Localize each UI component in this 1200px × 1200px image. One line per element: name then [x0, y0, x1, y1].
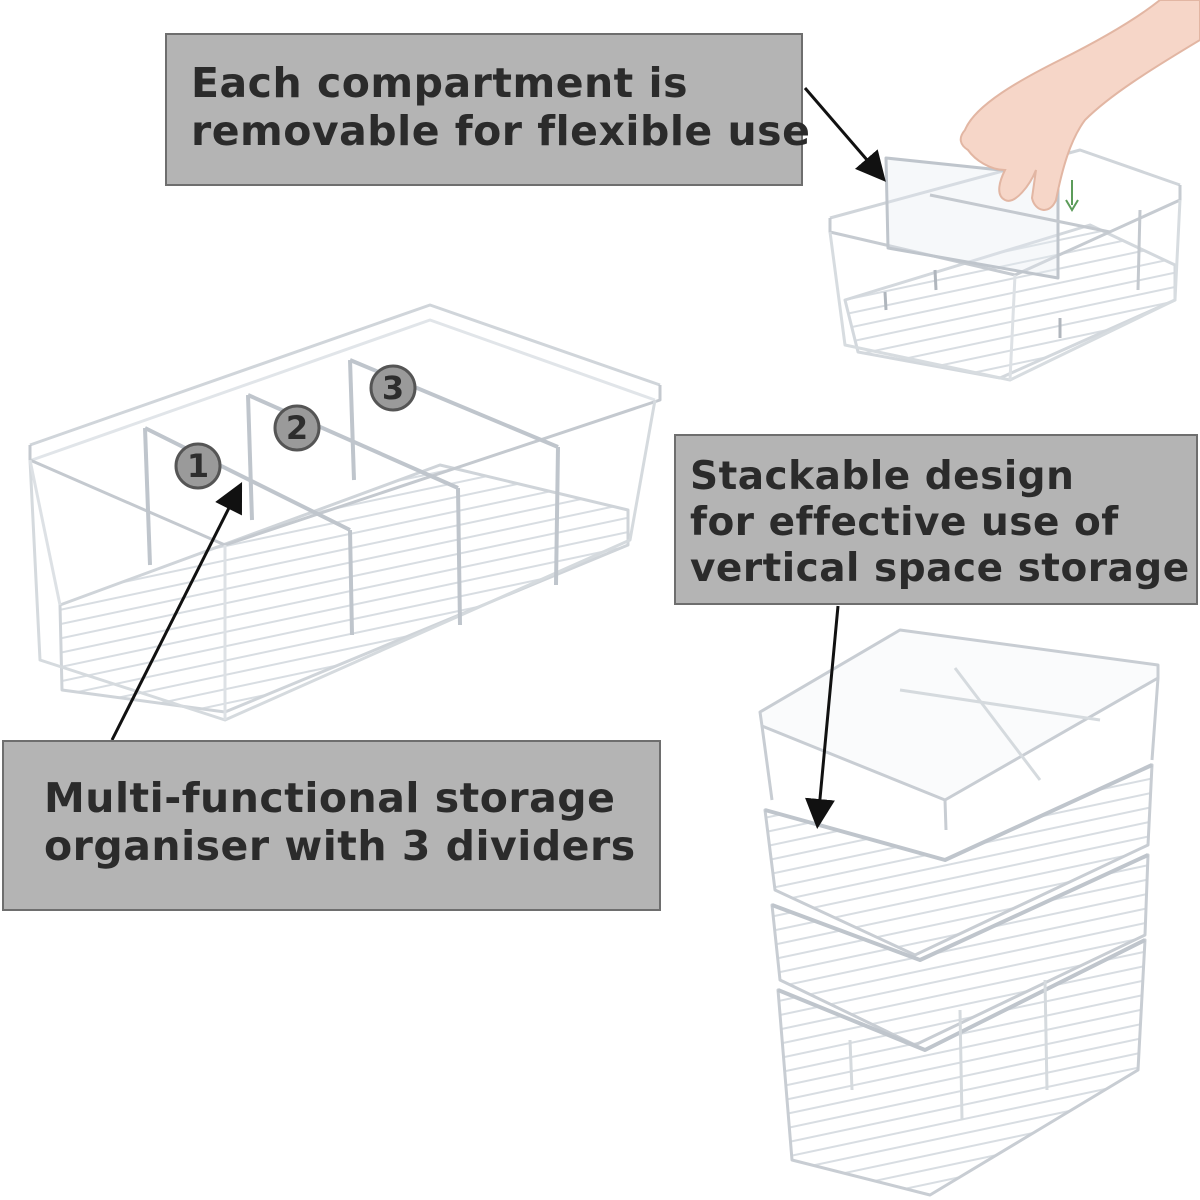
callout-multifunctional-line-1: Multi-functional storage — [44, 774, 616, 822]
svg-text:2: 2 — [286, 409, 308, 447]
callout-multifunctional: Multi-functional storage organiser with … — [2, 740, 661, 911]
divider-marker-3: 3 — [369, 364, 417, 412]
arrow-to-stacked-rim — [805, 605, 840, 829]
callout-removable-line-1: Each compartment is — [191, 59, 689, 107]
callout-removable-line-2: removable for flexible use — [191, 107, 811, 156]
callout-stackable-line-1: Stackable design — [690, 454, 1075, 499]
main-organiser-bin — [28, 303, 662, 722]
divider-marker-1: 1 — [174, 442, 222, 490]
divider-marker-2: 2 — [273, 404, 321, 452]
callout-stackable-line-2: for effective use of — [690, 500, 1119, 546]
svg-text:1: 1 — [187, 447, 209, 485]
hand-illustration — [959, 0, 1200, 212]
svg-text:3: 3 — [382, 369, 404, 407]
callout-removable: Each compartment is removable for flexib… — [165, 33, 811, 186]
stacked-bins — [758, 628, 1160, 1197]
callout-multifunctional-line-2: organiser with 3 dividers — [44, 822, 636, 871]
divider-1 — [143, 426, 354, 636]
arrow-to-removable-divider — [803, 87, 886, 182]
callout-stackable: Stackable design for effective use of ve… — [674, 434, 1198, 605]
arrow-to-dividers — [110, 481, 243, 741]
callout-stackable-line-3: vertical space storage — [690, 546, 1190, 592]
